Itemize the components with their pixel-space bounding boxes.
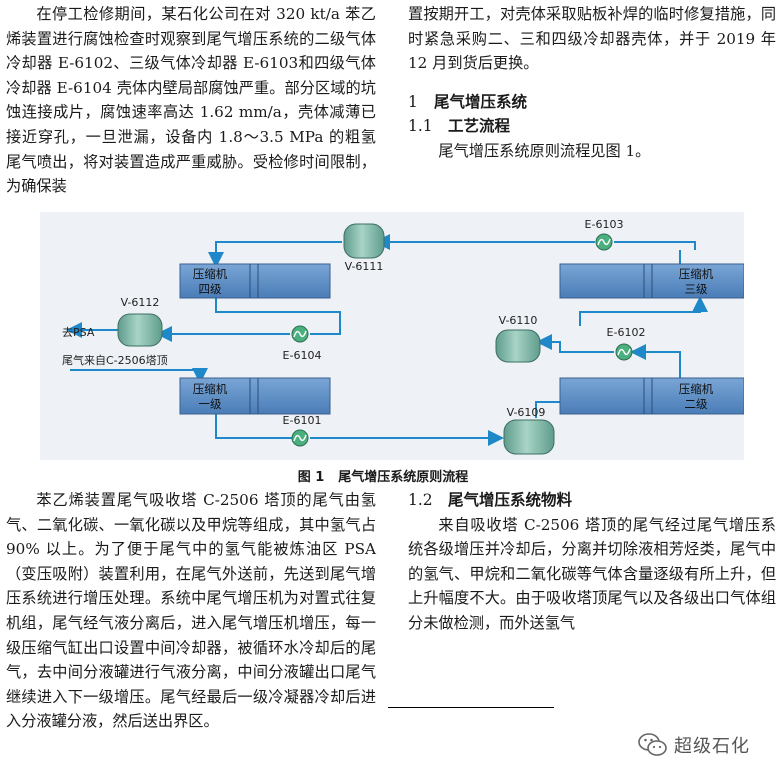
vessel-v6110: V-6110	[495, 314, 541, 363]
vessel-label: V-6112	[121, 296, 160, 309]
compressor-2: 压缩机 二级	[559, 377, 745, 415]
compressor-3: 压缩机 三级	[559, 263, 745, 299]
vessel-v6112: V-6112	[117, 296, 163, 347]
vessel-label: V-6109	[507, 406, 546, 419]
process-flow-figure: 压缩机 四级 压缩机 三级 压缩机 一级 压缩机 二级 V-6111	[40, 212, 745, 460]
figure-caption: 图 1 尾气增压系统原则流程	[0, 466, 780, 485]
subsection-title: 工艺流程	[448, 117, 511, 136]
subsection-title: 尾气增压系统物料	[448, 491, 573, 509]
compressor-4: 压缩机 四级	[179, 263, 331, 299]
text-column-left-bottom: 苯乙烯装置尾气吸收塔 C-2506 塔顶的尾气由氢气、二氧化碳、一氧化碳以及甲烷…	[6, 488, 376, 734]
section-number: 1	[408, 92, 418, 111]
compressor-stage: 三级	[685, 282, 708, 296]
watermark-text: 超级石化	[674, 736, 750, 757]
vessel-v6111: V-6111	[343, 223, 385, 273]
compressor-stage: 二级	[685, 397, 708, 411]
exchanger-label: E-6101	[283, 414, 322, 427]
pipe	[536, 334, 614, 353]
pipe	[208, 241, 342, 268]
subsection-number: 1.1	[408, 117, 433, 136]
figure-number: 图 1	[297, 470, 325, 485]
pipe	[215, 298, 341, 335]
compressor-stage: 一级	[199, 397, 222, 411]
compressor-label: 压缩机	[679, 267, 714, 281]
paragraph: 苯乙烯装置尾气吸收塔 C-2506 塔顶的尾气由氢气、二氧化碳、一氧化碳以及甲烷…	[6, 491, 376, 731]
vessel-label: V-6111	[345, 260, 384, 273]
flow-diagram: 压缩机 四级 压缩机 三级 压缩机 一级 压缩机 二级 V-6111	[40, 212, 745, 460]
text-column-right-top: 置按期开工，对壳体采取贴板补焊的临时修复措施，同时紧急采购二、三和四级冷却器壳体…	[408, 2, 776, 164]
pipe	[630, 344, 681, 378]
pipe	[215, 414, 292, 439]
pipe	[614, 241, 696, 250]
figure-title: 尾气增压系统原则流程	[338, 470, 469, 485]
pipe	[70, 368, 208, 384]
stream-label-to-psa: 去PSA	[62, 326, 95, 339]
exchanger-e6101: E-6101	[283, 414, 322, 447]
text-column-left-top: 在停工检修期间，某石化公司在对 320 kt/a 苯乙烯装置进行腐蚀检查时观察到…	[6, 2, 376, 199]
compressor-1: 压缩机 一级	[179, 377, 331, 415]
subsection-heading: 1.2 尾气增压系统物料	[408, 488, 776, 513]
stream-label-tail-gas: 尾气来自C-2506塔顶	[62, 353, 168, 367]
footnote-divider	[388, 707, 554, 708]
paragraph: 置按期开工，对壳体采取贴板补焊的临时修复措施，同时紧急采购二、三和四级冷却器壳体…	[408, 5, 776, 73]
exchanger-e6102: E-6102	[607, 326, 646, 361]
subsection-number: 1.2	[408, 491, 433, 509]
exchanger-e6103: E-6103	[585, 218, 624, 251]
subsection-heading: 1.1 工艺流程	[408, 114, 776, 139]
paragraph: 尾气增压系统原则流程见图 1。	[438, 141, 651, 160]
exchanger-label: E-6103	[585, 218, 624, 231]
exchanger-e6104: E-6104	[283, 325, 322, 362]
wechat-icon	[638, 733, 667, 756]
section-heading: 1 尾气增压系统	[408, 90, 776, 115]
paragraph: 来自吸收塔 C-2506 塔顶的尾气经过尾气增压系统各级增压并冷却后，分离并切除…	[408, 515, 776, 632]
text-column-right-bottom: 1.2 尾气增压系统物料 来自吸收塔 C-2506 塔顶的尾气经过尾气增压系统各级…	[408, 488, 776, 636]
paragraph: 在停工检修期间，某石化公司在对 320 kt/a 苯乙烯装置进行腐蚀检查时观察到…	[6, 5, 376, 196]
section-title: 尾气增压系统	[434, 92, 528, 111]
exchanger-label: E-6102	[607, 326, 646, 339]
watermark: 超级石化	[638, 730, 778, 760]
vessel-v6109: V-6109	[503, 406, 555, 455]
compressor-label: 压缩机	[679, 382, 714, 396]
compressor-stage: 四级	[199, 282, 222, 296]
compressor-label: 压缩机	[193, 267, 228, 281]
compressor-label: 压缩机	[193, 382, 228, 396]
pipe	[579, 296, 708, 326]
vessel-label: V-6110	[499, 314, 538, 327]
exchanger-label: E-6104	[283, 349, 322, 362]
